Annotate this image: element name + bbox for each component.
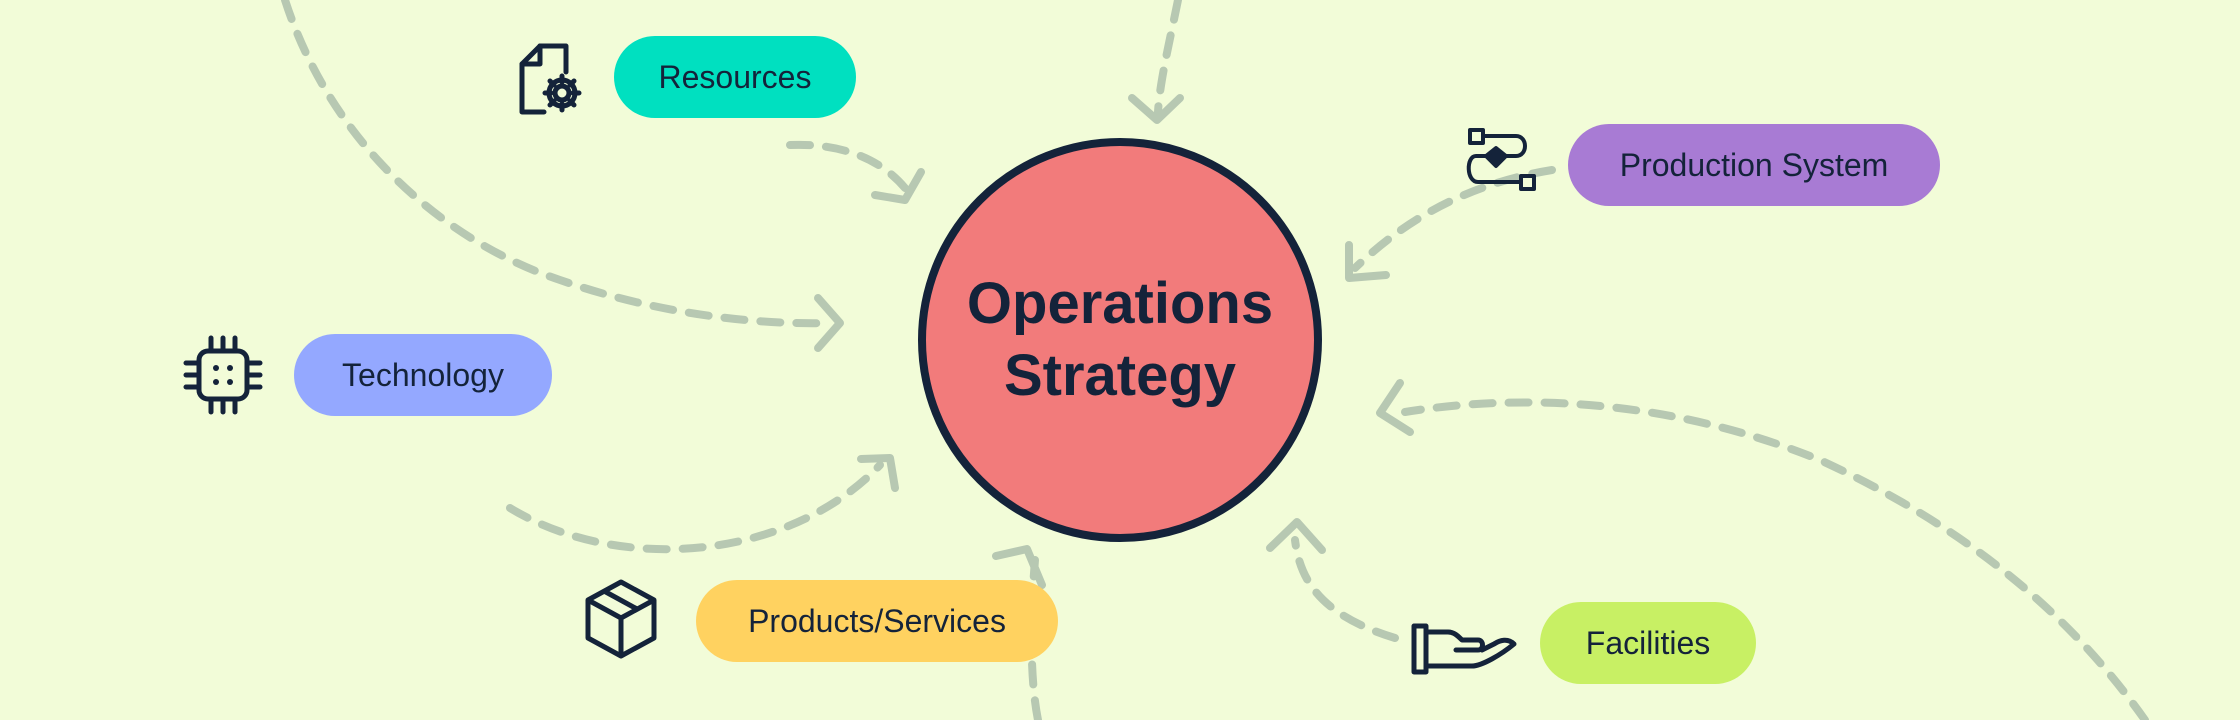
connector-arrow-topleft bbox=[281, 0, 834, 328]
arrowhead-technology bbox=[857, 454, 899, 492]
arrowhead-products bbox=[992, 545, 1046, 589]
node-label-production-system: Production System bbox=[1619, 146, 1889, 183]
box-icon bbox=[584, 578, 658, 660]
node-label-technology: Technology bbox=[342, 356, 504, 393]
document-gear-icon bbox=[514, 42, 584, 118]
node-label-resources: Resources bbox=[658, 58, 812, 95]
connector-arrow-top bbox=[1154, 0, 1182, 116]
hand-icon bbox=[1410, 618, 1520, 678]
arrowhead-production bbox=[1345, 241, 1390, 282]
arrowhead-top bbox=[1128, 94, 1184, 124]
connector-arrow-technology bbox=[506, 461, 884, 554]
connector-arrow-resources bbox=[786, 140, 909, 192]
node-label-products-services: Products/Services bbox=[748, 602, 1006, 639]
arrowhead-bottomright bbox=[1376, 379, 1414, 436]
center-circle bbox=[918, 138, 1322, 542]
node-production-system[interactable]: Production System bbox=[1568, 124, 1940, 206]
node-products-services[interactable]: Products/Services bbox=[696, 580, 1058, 662]
connector-arrow-bottomright bbox=[1401, 398, 2149, 720]
arrowhead-resources bbox=[871, 168, 925, 204]
node-label-facilities: Facilities bbox=[1585, 624, 1711, 661]
workflow-shapes-icon bbox=[1466, 126, 1538, 194]
arrowhead-topleft bbox=[814, 294, 844, 352]
node-technology[interactable]: Technology bbox=[294, 334, 552, 416]
chip-icon bbox=[182, 334, 264, 416]
arrowhead-facilities bbox=[1266, 518, 1326, 554]
node-resources[interactable]: Resources bbox=[614, 36, 856, 118]
connector-arrow-production bbox=[1351, 166, 1556, 272]
connector-arrow-facilities bbox=[1291, 536, 1399, 642]
node-facilities[interactable]: Facilities bbox=[1540, 602, 1756, 684]
